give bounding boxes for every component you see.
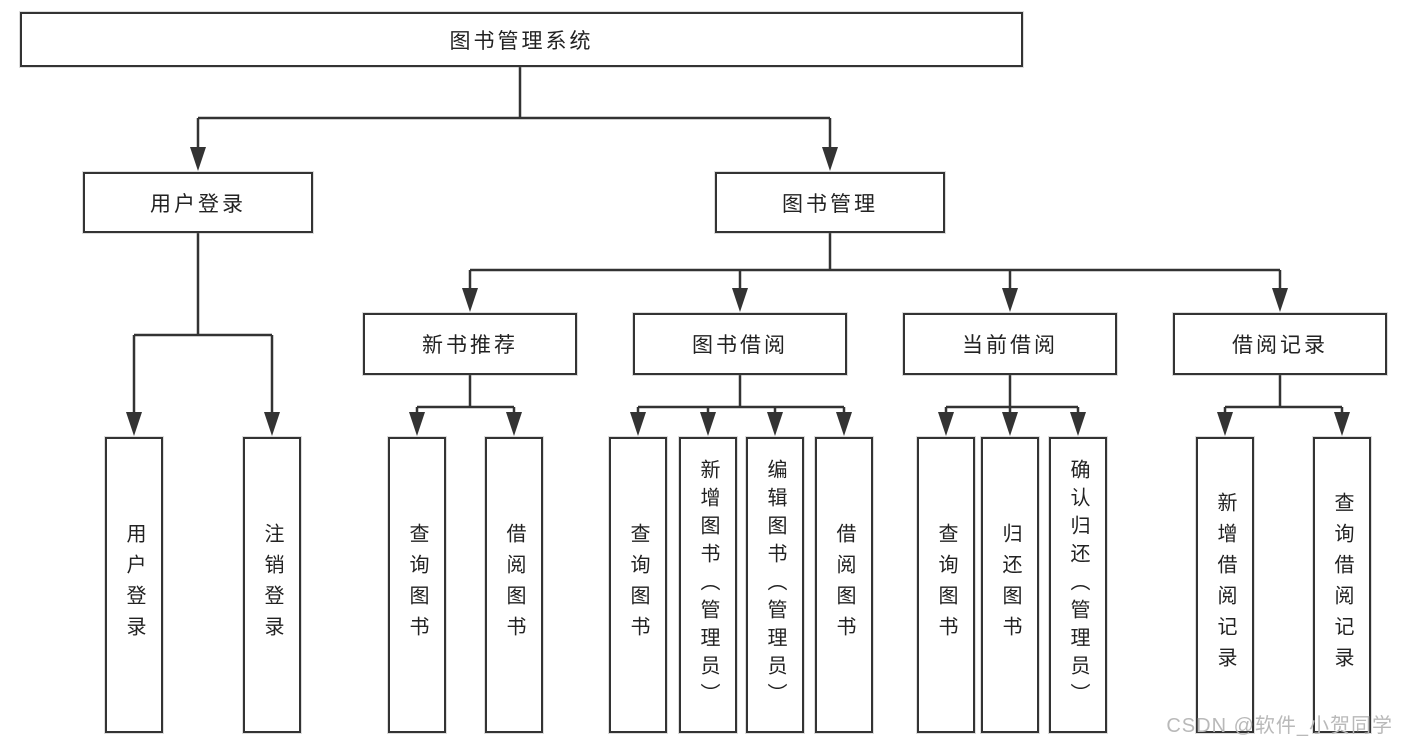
node-label: 图书借阅: [692, 334, 788, 357]
node-current-borrow: 当前借阅: [903, 313, 1117, 375]
leaf-label: 新增图书（管理员）: [697, 459, 719, 711]
node-label: 图书管理系统: [449, 29, 594, 53]
node-book-borrow: 图书借阅: [633, 313, 847, 375]
leaf-query-book-borrow: 查询图书: [609, 437, 667, 733]
leaf-borrow-book: 借阅图书: [815, 437, 873, 733]
arrowheads: [126, 147, 1350, 436]
node-label: 新书推荐: [422, 334, 518, 357]
leaf-add-borrow-record: 新增借阅记录: [1196, 437, 1254, 733]
node-borrow-records: 借阅记录: [1173, 313, 1387, 375]
csdn-watermark: CSDN @软件_小贺同学: [1166, 715, 1393, 737]
leaf-label: 归还图书: [999, 523, 1021, 647]
leaf-query-borrow-record: 查询借阅记录: [1313, 437, 1371, 733]
leaf-label: 注销登录: [261, 523, 283, 647]
leaf-label: 查询图书: [627, 523, 649, 647]
leaf-query-book-current: 查询图书: [917, 437, 975, 733]
leaf-borrow-book-newbook: 借阅图书: [485, 437, 543, 733]
node-label: 图书管理: [782, 192, 878, 216]
leaf-label: 确认归还（管理员）: [1067, 459, 1089, 711]
leaf-add-book-admin: 新增图书（管理员）: [679, 437, 737, 733]
leaf-label: 借阅图书: [833, 523, 855, 647]
node-label: 当前借阅: [962, 334, 1058, 357]
leaf-label: 查询图书: [406, 523, 428, 647]
node-library-management-system: 图书管理系统: [20, 12, 1023, 67]
leaf-confirm-return-admin: 确认归还（管理员）: [1049, 437, 1107, 733]
node-user-login: 用户登录: [83, 172, 313, 233]
leaf-label: 查询借阅记录: [1331, 492, 1353, 678]
leaf-label: 新增借阅记录: [1214, 492, 1236, 678]
leaf-label: 编辑图书（管理员）: [764, 459, 786, 711]
leaf-user-login: 用户登录: [105, 437, 163, 733]
node-label: 借阅记录: [1232, 334, 1328, 357]
node-label: 用户登录: [150, 192, 246, 216]
node-new-book-recommend: 新书推荐: [363, 313, 577, 375]
leaf-logout: 注销登录: [243, 437, 301, 733]
leaf-label: 借阅图书: [503, 523, 525, 647]
leaf-label: 用户登录: [123, 523, 145, 647]
leaf-edit-book-admin: 编辑图书（管理员）: [746, 437, 804, 733]
leaf-return-book: 归还图书: [981, 437, 1039, 733]
leaf-label: 查询图书: [935, 523, 957, 647]
node-book-management: 图书管理: [715, 172, 945, 233]
leaf-query-book-newbook: 查询图书: [388, 437, 446, 733]
